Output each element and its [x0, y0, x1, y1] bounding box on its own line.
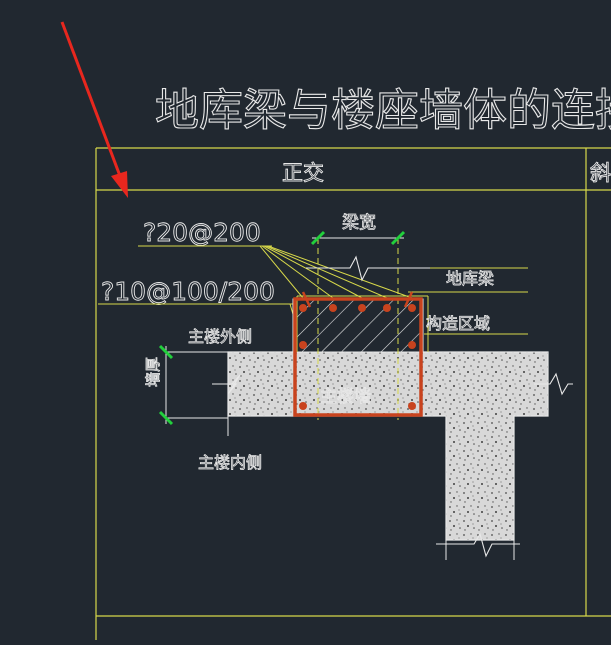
header-oblique: 斜	[590, 161, 611, 185]
lower-column-lines	[445, 500, 515, 560]
beam-width-dimension	[310, 230, 406, 246]
rebar-top-label: ?20@200	[143, 218, 261, 247]
drawing-title: 地库梁与楼座墙体的连接构造(	[155, 85, 611, 136]
outer-side-label: 主楼外侧	[188, 327, 252, 346]
main-wall-label: 主楼墙	[320, 387, 371, 407]
header-orthogonal: 正交	[282, 161, 324, 185]
inner-side-label: 主楼内侧	[198, 453, 262, 472]
break-lines	[212, 255, 573, 558]
wall-thickness-label: 墙厚	[144, 357, 162, 387]
wall-thickness-dimension	[158, 344, 229, 436]
rebar-cage	[293, 291, 423, 417]
rebar-dots	[299, 304, 416, 410]
red-arrow-icon	[60, 21, 128, 198]
construct-area-label: 构造区域	[426, 314, 490, 333]
beam-hatch-region	[292, 298, 424, 353]
table-frame	[95, 147, 611, 640]
construct-area-guides	[296, 238, 528, 420]
rebar-stirrup-label: ?10@100/200	[101, 277, 275, 306]
concrete-slab	[227, 351, 549, 541]
basement-beam-label: 地库梁	[446, 269, 494, 288]
beam-width-label: 梁宽	[342, 213, 376, 233]
